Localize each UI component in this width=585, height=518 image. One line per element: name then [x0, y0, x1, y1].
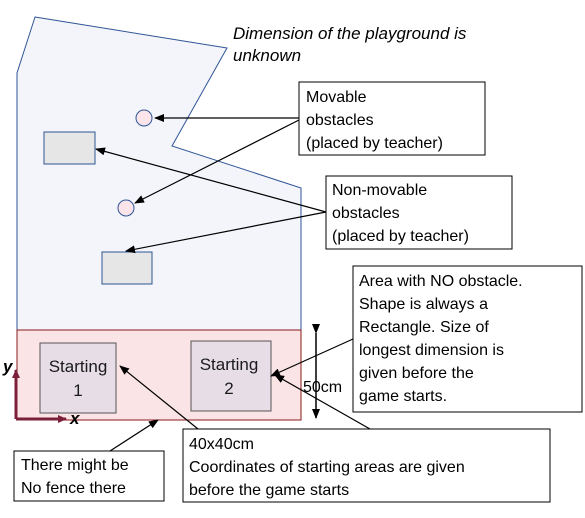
starting-area-1-box [39, 342, 117, 414]
callout-non-movable: Non-movable obstacles (placed by teacher… [325, 175, 513, 250]
callout-no-obstacle-line-2: Shape is always a [359, 296, 488, 313]
arrow-start-size-1 [119, 365, 199, 430]
callout-start-size: 40x40cm Coordinates of starting areas ar… [182, 428, 551, 503]
callout-non-movable-box [325, 175, 513, 250]
callout-no-obstacle-line-1: Area with NO obstacle. [359, 273, 523, 290]
coordinate-axes: y x [2, 357, 81, 428]
note-line-2: unknown [233, 46, 301, 65]
starting-area-2: Starting 2 [190, 340, 272, 412]
callout-movable-line-2: obstacles [306, 112, 374, 129]
non-movable-obstacle-1 [43, 131, 96, 165]
callout-non-movable-line-1: Non-movable [332, 182, 427, 199]
starting-area-2-label-line-2: 2 [224, 379, 233, 398]
starting-area-2-label-line-1: Starting [200, 355, 259, 374]
callout-movable-line-3: (placed by teacher) [306, 135, 443, 152]
movable-obstacle-2 [117, 199, 135, 217]
playground-dimension-note: Dimension of the playground is unknown [233, 24, 467, 65]
note-line-1: Dimension of the playground is [233, 24, 467, 43]
starting-area-1-label-line-2: 1 [73, 381, 82, 400]
x-axis-label: x [69, 409, 81, 428]
callout-movable-box [298, 81, 486, 156]
callout-movable: Movable obstacles (placed by teacher) [298, 81, 486, 156]
callout-no-obstacle-line-4: longest dimension is [359, 342, 504, 359]
callout-start-size-line-2: Coordinates of starting areas are given [189, 459, 465, 476]
y-axis-label: y [2, 357, 14, 376]
callout-no-obstacle-line-6: game starts. [359, 388, 447, 405]
callout-no-obstacle: Area with NO obstacle. Shape is always a… [352, 265, 583, 413]
arrow-fence [109, 419, 159, 452]
movable-obstacle-1 [135, 109, 153, 127]
non-movable-obstacle-2 [101, 251, 153, 285]
callout-fence: There might be No fence there [13, 450, 165, 502]
arrow-non-movable-1 [95, 147, 327, 213]
arrow-movable-2 [134, 119, 300, 204]
playground-boundary [16, 16, 302, 331]
starting-area-1: Starting 1 [39, 342, 117, 414]
arrow-no-obstacle [270, 338, 354, 377]
callout-fence-line-2: No fence there [21, 480, 126, 497]
callout-no-obstacle-line-5: given before the [359, 365, 474, 382]
callout-start-size-line-3: before the game starts [189, 482, 349, 499]
callout-fence-line-1: There might be [21, 457, 129, 474]
starting-area-2-box [190, 340, 272, 412]
callout-fence-box [13, 450, 165, 502]
callout-non-movable-line-3: (placed by teacher) [332, 228, 469, 245]
leader-arrows [95, 114, 371, 452]
callout-no-obstacle-line-3: Rectangle. Size of [359, 319, 489, 336]
callout-no-obstacle-box [352, 265, 583, 413]
arrow-non-movable-2 [125, 211, 327, 254]
callout-start-size-line-1: 40x40cm [189, 436, 254, 453]
arrow-start-size-2 [274, 374, 371, 430]
callout-non-movable-line-2: obstacles [332, 205, 400, 222]
callout-movable-line-1: Movable [306, 89, 367, 106]
dimension-label: 50cm [303, 379, 342, 396]
callout-start-size-box [182, 428, 551, 503]
starting-area-1-label-line-1: Starting [49, 357, 108, 376]
